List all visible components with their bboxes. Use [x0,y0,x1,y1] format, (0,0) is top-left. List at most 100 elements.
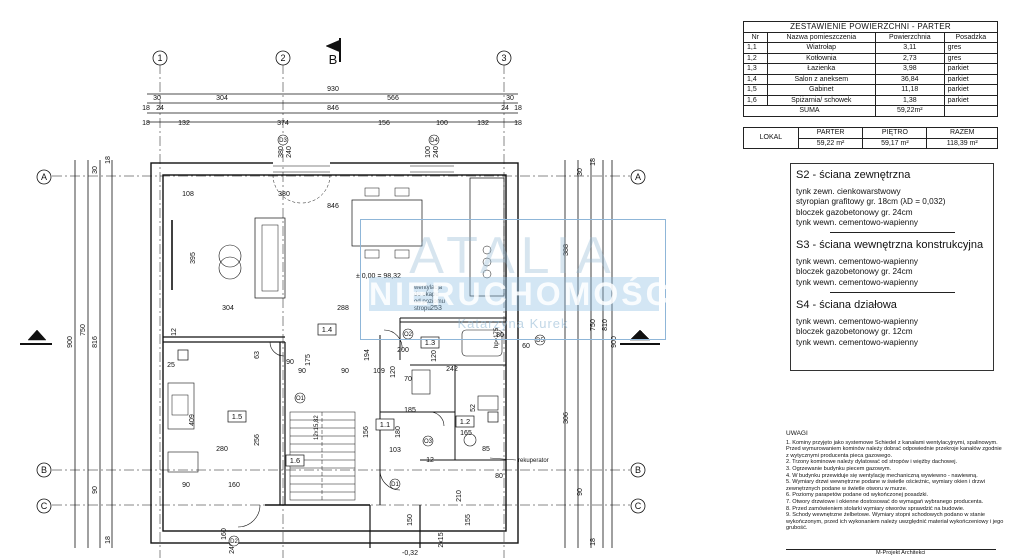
dim-inner: 63 [254,351,261,359]
dim-inner: 160 [221,528,228,540]
dim-r4-18b: 18 [514,120,522,127]
wall-s3-heading: S3 - ściana wewnętrzna konstrukcyjna [796,239,990,251]
axis-marker-a-left [36,169,52,185]
wall-layer: tynk zewn. cienkowarstwowy [796,187,901,196]
dim-inner: 12 [171,328,178,336]
table-cell: 11,18 [874,84,945,96]
room-tag-1-1: 1.1 [380,420,390,429]
table-cell: parkiet [943,84,999,96]
table-cell: Salon z aneksem [766,73,876,85]
note-item: 6. Poziomy parapetów podane od wykończon… [786,492,929,499]
wall-types-box [790,163,994,371]
table-cell: 36,84 [874,73,945,85]
dim-right-900: 900 [611,336,618,348]
dim-inner: 160 [228,482,240,489]
axis-label-a-right: A [635,172,641,182]
wall-layer: tynk wewn. cementowo-wapienny [796,337,918,347]
dim-open-240a: 240 [286,146,293,158]
dim-inner: 846 [327,203,339,210]
dim-inner: 60 [522,343,530,350]
stairs-label: 12x15,82 [314,415,320,440]
dim-inner: 90 [341,368,349,375]
table-row: 1,2 Kotłownia 2,73 gres [743,52,999,64]
dim-inner: 90 [298,368,306,375]
dim-304: 304 [216,95,228,102]
window-tag-o2: O2 [404,332,413,338]
dim-inner: 80 [496,332,504,339]
note-item: 1. Kominy przyjęto jako systemowe Schied… [786,439,1002,459]
dim-566: 566 [387,95,399,102]
dim-inner: 2x15 [438,532,445,547]
lokal-value: 59,22 m² [797,137,864,149]
table-cell: 2,73 [874,52,945,64]
area-table-header: Powierzchnia [874,31,945,43]
dim-right-306: 306 [563,412,570,424]
wall-layer: tynk wewn. cementowo-wapienny [796,217,918,227]
notes: UWAGI 1. Kominy przyjęto jako systemowe … [786,430,1006,532]
dim-top-30-right: 30 [506,95,514,102]
dim-inner: 240 [229,542,236,554]
table-cell: parkiet [943,94,999,106]
dim-inner: 90 [182,482,190,489]
dim-inner: 253 [430,305,442,312]
section-mark-right: A [637,328,646,343]
dim-inner: 165 [460,430,472,437]
dim-inner: 175 [305,354,312,366]
axis-marker-c-left [36,498,52,514]
room-tag-1-3: 1.3 [425,338,435,347]
dim-inner: 280 [216,446,228,453]
table-cell: Kotłownia [766,52,876,64]
door-tag-d4: D4 [430,138,438,144]
wall-layer: bloczek gazobetonowy gr. 12cm [796,327,913,337]
door-tag-d5: D5 [536,338,544,344]
dim-top-30-left: 30 [153,95,161,102]
axis-marker-b-left [36,462,52,478]
dim-inner: 85 [482,446,490,453]
wall-name: - ściana działowa [812,299,897,312]
table-row: 1,6 Spiżarnia/ schowek 1,38 parkiet [743,94,999,106]
section-mark-left: A [33,328,42,343]
axis-label-2: 2 [280,53,285,63]
axis-marker-b-right [630,462,646,478]
dim-inner: 380 [278,191,290,198]
axis-marker-3 [496,50,512,66]
dim-inner: 395 [190,252,197,264]
level-mark: ± 0,00 = 98,32 [356,273,401,280]
table-cell: parkiet [943,63,999,75]
table-cell: 3,11 [874,42,945,54]
dim-right-810: 810 [602,319,609,331]
dim-left-18b: 18 [105,536,112,544]
dim-inner: 242 [446,366,458,373]
axis-label-a: A [41,172,47,182]
dim-inner: 210 [456,490,463,502]
dim-930: 930 [327,86,339,93]
dim-right-388: 388 [563,244,570,256]
room-tag-1-6: 1.6 [290,456,300,465]
dim-r4-18a: 18 [142,120,150,127]
wall-s4-heading: S4 - ściana działowa [796,299,990,311]
door-tag-d1: D1 [391,482,399,488]
dim-open-240b: 240 [433,146,440,158]
axis-marker-c-right [630,498,646,514]
table-row: 1,3 Łazienka 3,98 parkiet [743,63,999,75]
table-cell: 1,6 [743,94,768,106]
table-cell: 1,1 [743,42,768,54]
dim-inner: 150 [407,514,414,526]
dim-inner: 155 [465,514,472,526]
table-sum-row: SUMA 59,22m² [743,105,999,117]
wall-layer: tynk wewn. cementowo-wapienny [796,317,918,327]
note-item: 9. Schody wewnętrzne żelbetowe. Wymiary … [786,512,1004,532]
wall-layer: styropian grafitowy gr. 18cm (λD = 0,032… [796,197,946,207]
table-row: 1,1 Wiatrołap 3,11 gres [743,42,999,54]
sum-label: SUMA [743,105,876,117]
dim-open-100: 100 [425,146,432,158]
table-cell: 1,4 [743,73,768,85]
dim-inner: -0,32 [402,550,418,557]
axis-marker-a-right [630,169,646,185]
dim-right-30: 30 [577,168,584,176]
dim-inner: 156 [363,426,370,438]
note-item: 7. Otwory drzwiowe i okienne dostosować … [786,498,984,505]
dim-r3-24b: 24 [501,105,509,112]
dim-right-750: 750 [590,319,597,331]
